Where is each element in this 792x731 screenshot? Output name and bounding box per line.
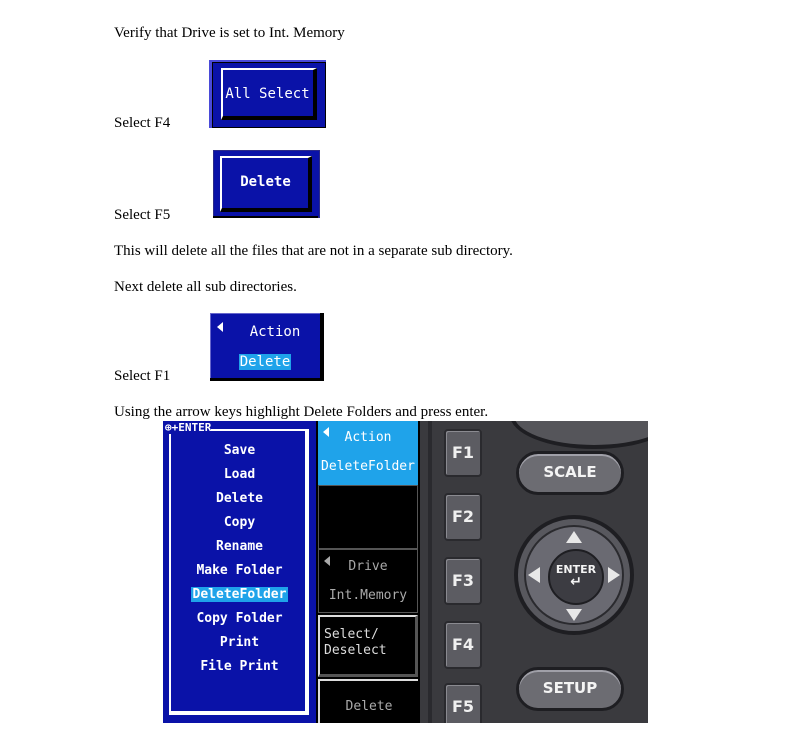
menu-item-copy[interactable]: Copy <box>223 515 256 530</box>
left-arrow-icon <box>323 427 329 437</box>
down-arrow-icon[interactable] <box>566 609 582 621</box>
file-menu: ⊕+ENTER Save Load Delete Copy Rename Mak… <box>163 421 316 723</box>
left-arrow-icon <box>217 322 223 332</box>
delete-folder-softkey[interactable]: Delete <box>318 679 418 723</box>
action-value: Delete <box>238 354 292 370</box>
menu-item-save[interactable]: Save <box>223 443 256 458</box>
up-arrow-icon[interactable] <box>566 531 582 543</box>
enter-label: ENTER <box>555 563 597 576</box>
select-line1: Select/ <box>324 627 379 642</box>
menu-item-file-print[interactable]: File Print <box>200 659 279 674</box>
drive-softkey-value: Int.Memory <box>328 588 408 603</box>
instruction-delete-files: This will delete all the files that are … <box>114 243 513 259</box>
menu-item-print[interactable]: Print <box>219 635 260 650</box>
drive-softkey-title: Drive <box>348 559 388 574</box>
action-softkey-title: Action <box>344 430 392 445</box>
device-screenshot: ⊕+ENTER Save Load Delete Copy Rename Mak… <box>163 421 648 723</box>
instruction-sub-dirs: Next delete all sub directories. <box>114 279 297 295</box>
instruction-arrow-keys: Using the arrow keys highlight Delete Fo… <box>114 404 489 420</box>
menu-item-rename[interactable]: Rename <box>216 539 263 554</box>
left-arrow-icon <box>324 556 330 566</box>
menu-item-make-folder[interactable]: Make Folder <box>196 563 283 578</box>
left-arrow-icon[interactable] <box>528 567 540 583</box>
action-softkey-value: DeleteFolder <box>321 459 415 474</box>
all-select-label: All Select <box>225 86 310 102</box>
instruction-select-f4: Select F4 <box>114 115 171 131</box>
select-deselect-softkey[interactable]: Select/ Deselect <box>318 615 418 677</box>
right-arrow-icon[interactable] <box>608 567 620 583</box>
dial-knob <box>510 421 648 449</box>
delete-softkey: Delete <box>213 150 320 218</box>
menu-item-delete-folder[interactable]: DeleteFolder <box>190 587 289 602</box>
enter-button[interactable]: ENTER ↵ <box>548 549 604 605</box>
device-panel: F1 F2 F3 F4 F5 SCALE ENTER ↵ SETUP <box>420 421 648 723</box>
delete-softkey-label: Delete <box>345 699 393 714</box>
delete-label: Delete <box>240 174 291 190</box>
menu-item-copy-folder[interactable]: Copy Folder <box>196 611 283 626</box>
f2-key[interactable]: F2 <box>444 493 482 541</box>
arrow-pad[interactable]: ENTER ↵ <box>514 515 634 635</box>
select-line2: Deselect <box>324 643 387 658</box>
blank-softkey <box>318 485 418 549</box>
f1-key[interactable]: F1 <box>444 429 482 477</box>
setup-button[interactable]: SETUP <box>516 667 624 711</box>
action-deletefolder-softkey[interactable]: Action DeleteFolder <box>318 421 418 485</box>
drive-softkey[interactable]: Drive Int.Memory <box>318 549 418 613</box>
action-title: Action <box>249 324 301 340</box>
f3-key[interactable]: F3 <box>444 557 482 605</box>
enter-hint: ⊕+ENTER <box>165 421 212 434</box>
instruction-select-f1: Select F1 <box>114 368 171 384</box>
menu-item-delete[interactable]: Delete <box>216 491 263 506</box>
instruction-select-f5: Select F5 <box>114 207 171 223</box>
f4-key[interactable]: F4 <box>444 621 482 669</box>
action-softkey: Action Delete <box>210 313 324 381</box>
all-select-softkey: All Select <box>209 60 326 128</box>
menu-frame <box>169 429 309 715</box>
f5-key[interactable]: F5 <box>444 683 482 723</box>
menu-item-load[interactable]: Load <box>223 467 256 482</box>
scale-button[interactable]: SCALE <box>516 451 624 495</box>
softkey-column: Action DeleteFolder Drive Int.Memory Sel… <box>316 421 420 723</box>
return-icon: ↵ <box>570 574 582 590</box>
instruction-verify-drive: Verify that Drive is set to Int. Memory <box>114 25 345 41</box>
